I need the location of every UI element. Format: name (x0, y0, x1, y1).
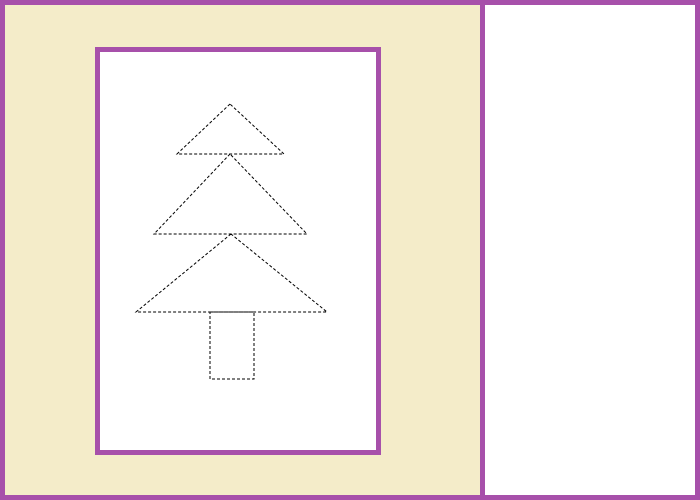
slot-trunk[interactable] (209, 311, 255, 380)
panel-divider (480, 5, 485, 495)
play-area (5, 5, 480, 495)
tree-outline (134, 103, 329, 380)
slot-middle-triangle[interactable] (152, 153, 309, 235)
piece-tray[interactable] (485, 5, 695, 495)
puzzle-board[interactable] (95, 47, 381, 455)
slot-top-triangle[interactable] (175, 103, 286, 155)
slot-bottom-triangle[interactable] (134, 233, 329, 313)
